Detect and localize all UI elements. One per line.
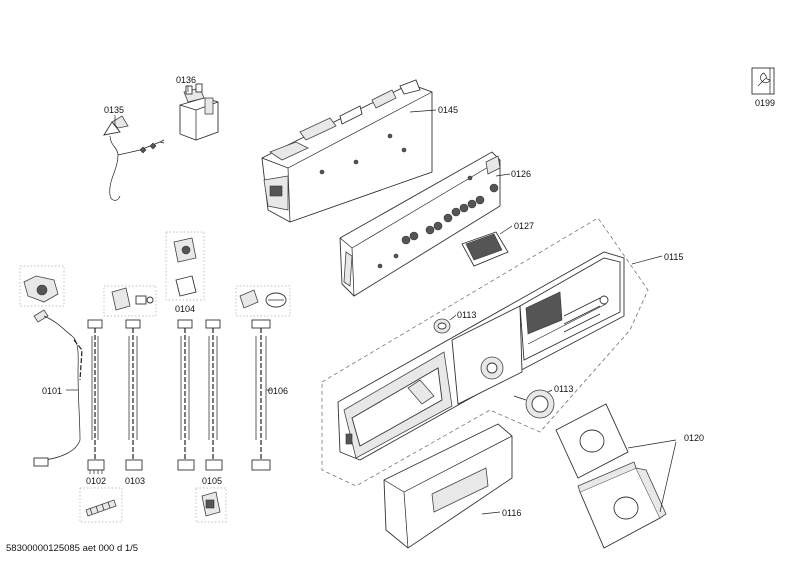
part-label-0104: 0104 [175,304,195,314]
part-label-0135: 0135 [104,105,124,115]
part-label-0145: 0145 [438,105,458,115]
pressure-sensor-part[interactable] [173,237,197,297]
part-label-0105: 0105 [202,476,222,486]
door-switch-part[interactable] [111,287,154,311]
part-label-0116: 0116 [502,508,521,518]
part-label-0199: 0199 [755,98,775,108]
power-cord[interactable] [103,115,165,201]
control-module-housing[interactable] [261,79,433,223]
harness-0104[interactable] [177,319,195,471]
harness-0105[interactable] [205,319,223,471]
fascia-group-outline [321,217,649,487]
harness-0103[interactable] [125,319,143,471]
inset-frame [103,285,157,317]
part-label-0102: 0102 [86,476,106,486]
part-label-0127: 0127 [514,221,534,231]
harness-clip[interactable] [85,499,117,517]
harness-0106[interactable] [251,319,271,471]
part-label-0126: 0126 [511,169,531,179]
part-label-0106: 0106 [268,386,288,396]
selector-knob-cap[interactable] [433,318,451,334]
wrench-icon[interactable] [751,67,775,95]
control-panel-fascia[interactable] [337,251,625,461]
harness-0102[interactable] [87,319,105,474]
detergent-drawer-handle[interactable] [383,423,513,549]
cover-plate-bracket[interactable] [577,461,667,549]
harness-0101[interactable] [23,275,83,467]
inset-frame [195,487,227,523]
electronic-control-board[interactable] [339,151,501,297]
part-label-0120: 0120 [684,433,704,443]
interference-filter[interactable] [179,83,219,141]
part-label-0103: 0103 [125,476,145,486]
part-label-0101: 0101 [42,386,62,396]
display-module[interactable] [461,231,509,267]
inset-frame [19,265,65,307]
part-label-0115: 0115 [664,252,683,262]
part-label-0113-top: 0113 [457,310,476,320]
inset-frame [165,231,205,301]
part-label-0136: 0136 [176,75,196,85]
part-label-0113-bottom: 0113 [554,384,573,394]
heater-sensor-part[interactable] [239,289,287,309]
cover-plate-flat[interactable] [555,403,629,479]
selector-knob[interactable] [513,389,555,419]
connector-block[interactable] [201,491,221,517]
drawing-reference-number: 58300000125085 aet 000 d 1/5 [6,543,139,554]
inset-frame [79,487,123,523]
